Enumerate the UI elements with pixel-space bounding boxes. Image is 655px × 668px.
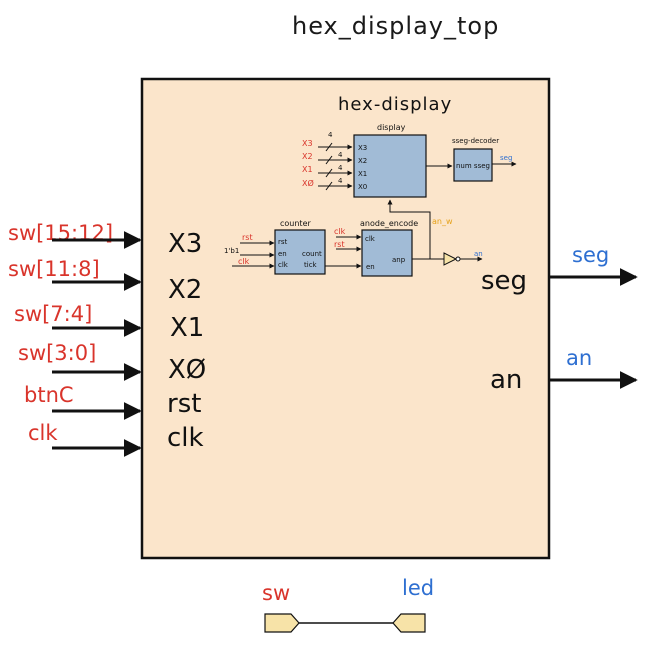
output-seg: seg seg [481, 243, 638, 296]
passthrough-out-label: led [402, 576, 434, 600]
counter-en-const: 1'b1 [224, 247, 239, 255]
sseg-out-label: seg [500, 154, 512, 162]
port-label-x2: X2 [168, 275, 202, 305]
external-input-label: sw[7:4] [14, 302, 92, 326]
display-ext-x3: X3 [302, 139, 313, 148]
anode-encode-label: anode_encode [360, 219, 418, 228]
port-label-an: an [490, 365, 522, 395]
input-sw-7-4: sw[7:4] X1 [14, 302, 204, 343]
counter-port-tick: tick [304, 261, 318, 269]
display-module: display 4 X3 X2 X1 XØ 4 4 4 X3 X2 X1 X0 [302, 123, 427, 198]
external-output-label: seg [572, 243, 609, 267]
sseg-decoder-ports: num sseg [456, 162, 490, 170]
input-btnc: btnC rst [24, 383, 201, 420]
display-ext-x2: X2 [302, 152, 313, 161]
counter-rst-signal: rst [242, 233, 253, 242]
anode-port-clk: clk [365, 235, 376, 243]
sseg-decoder-module: sseg-decoder num sseg seg [452, 137, 517, 182]
port-label-x3: X3 [168, 229, 202, 259]
port-label-x0: XØ [168, 355, 206, 385]
display-port-x1: X1 [358, 170, 367, 178]
anode-rst-signal: rst [334, 240, 345, 249]
display-ext-x0: XØ [302, 178, 314, 188]
bus-width-label: 4 [338, 151, 343, 159]
anode-out-label: an [474, 250, 483, 258]
anode-feedback-label: an_w [432, 217, 453, 226]
input-pin-symbol [264, 613, 300, 633]
display-port-x3: X3 [358, 144, 367, 152]
counter-port-rst: rst [278, 238, 288, 246]
counter-port-count: count [302, 250, 322, 258]
inverter-buffer [443, 252, 458, 266]
passthrough-sw-led: sw led [262, 576, 434, 633]
counter-clk-signal: clk [238, 257, 250, 266]
external-input-label: sw[11:8] [8, 257, 100, 281]
display-port-x0: X0 [358, 183, 367, 191]
counter-label: counter [280, 219, 311, 228]
output-an: an an [490, 346, 638, 395]
anode-port-en: en [366, 263, 375, 271]
passthrough-in-label: sw [262, 581, 290, 605]
bus-width-label: 4 [328, 131, 333, 139]
output-pin-symbol [392, 613, 426, 633]
sseg-decoder-label: sseg-decoder [452, 137, 499, 145]
input-sw-15-12: sw[15:12] X3 [8, 221, 202, 259]
external-output-label: an [566, 346, 592, 370]
external-input-label: btnC [24, 383, 74, 407]
display-label: display [377, 123, 406, 132]
external-input-label: clk [28, 421, 58, 445]
input-sw-3-0: sw[3:0] XØ [18, 341, 206, 385]
hex-display-title: hex-display [338, 94, 452, 115]
anode-encode-module: anode_encode clk rst clk en anp an_w an [334, 199, 483, 277]
bus-width-label: 4 [338, 164, 343, 172]
counter-module: counter rst 1'b1 clk rst en clk count ti… [224, 219, 326, 275]
display-port-x2: X2 [358, 157, 367, 165]
bus-width-label: 4 [338, 177, 343, 185]
display-ext-x1: X1 [302, 165, 313, 174]
port-label-clk: clk [167, 423, 204, 453]
diagram-title: hex_display_top [292, 12, 499, 40]
external-input-label: sw[3:0] [18, 341, 96, 365]
counter-port-clk: clk [278, 261, 289, 269]
anode-port-anp: anp [392, 256, 406, 264]
port-label-rst: rst [167, 389, 201, 419]
anode-clk-signal: clk [334, 227, 346, 236]
port-label-x1: X1 [170, 313, 204, 343]
counter-port-en: en [278, 250, 287, 258]
input-clk: clk clk [28, 421, 204, 457]
input-sw-11-8: sw[11:8] X2 [8, 257, 202, 305]
port-label-seg: seg [481, 266, 527, 296]
